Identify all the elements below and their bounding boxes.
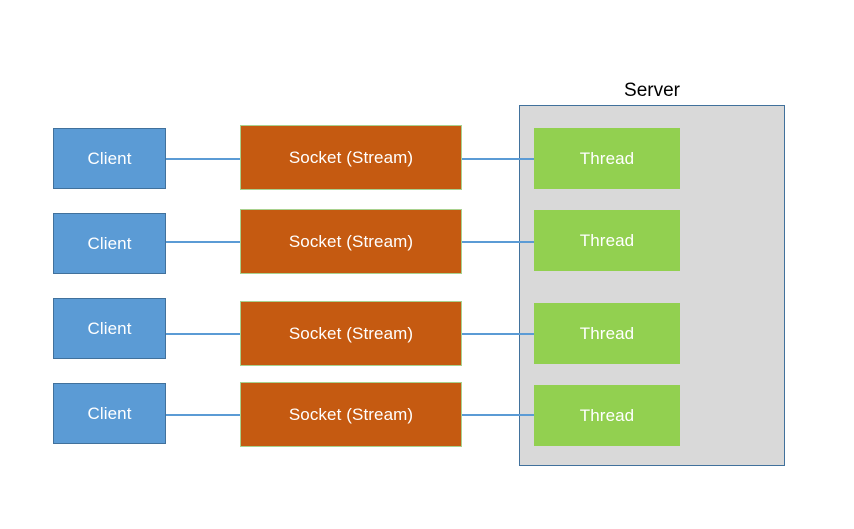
socket-box-4[interactable]: Socket (Stream)	[240, 382, 462, 447]
connector-client-socket-3	[166, 333, 240, 335]
connector-socket-thread-1	[462, 158, 534, 160]
connector-client-socket-1	[166, 158, 240, 160]
client-box-3[interactable]: Client	[53, 298, 166, 359]
thread-box-3[interactable]: Thread	[534, 303, 680, 364]
thread-box-1[interactable]: Thread	[534, 128, 680, 189]
client-box-2[interactable]: Client	[53, 213, 166, 274]
socket-box-3[interactable]: Socket (Stream)	[240, 301, 462, 366]
client-box-1[interactable]: Client	[53, 128, 166, 189]
client-box-4[interactable]: Client	[53, 383, 166, 444]
socket-box-1[interactable]: Socket (Stream)	[240, 125, 462, 190]
connector-socket-thread-4	[462, 414, 534, 416]
thread-box-4[interactable]: Thread	[534, 385, 680, 446]
server-label: Server	[624, 80, 680, 101]
connector-socket-thread-2	[462, 241, 534, 243]
connector-socket-thread-3	[462, 333, 534, 335]
connector-client-socket-2	[166, 241, 240, 243]
socket-box-2[interactable]: Socket (Stream)	[240, 209, 462, 274]
thread-box-2[interactable]: Thread	[534, 210, 680, 271]
connector-client-socket-4	[166, 414, 240, 416]
